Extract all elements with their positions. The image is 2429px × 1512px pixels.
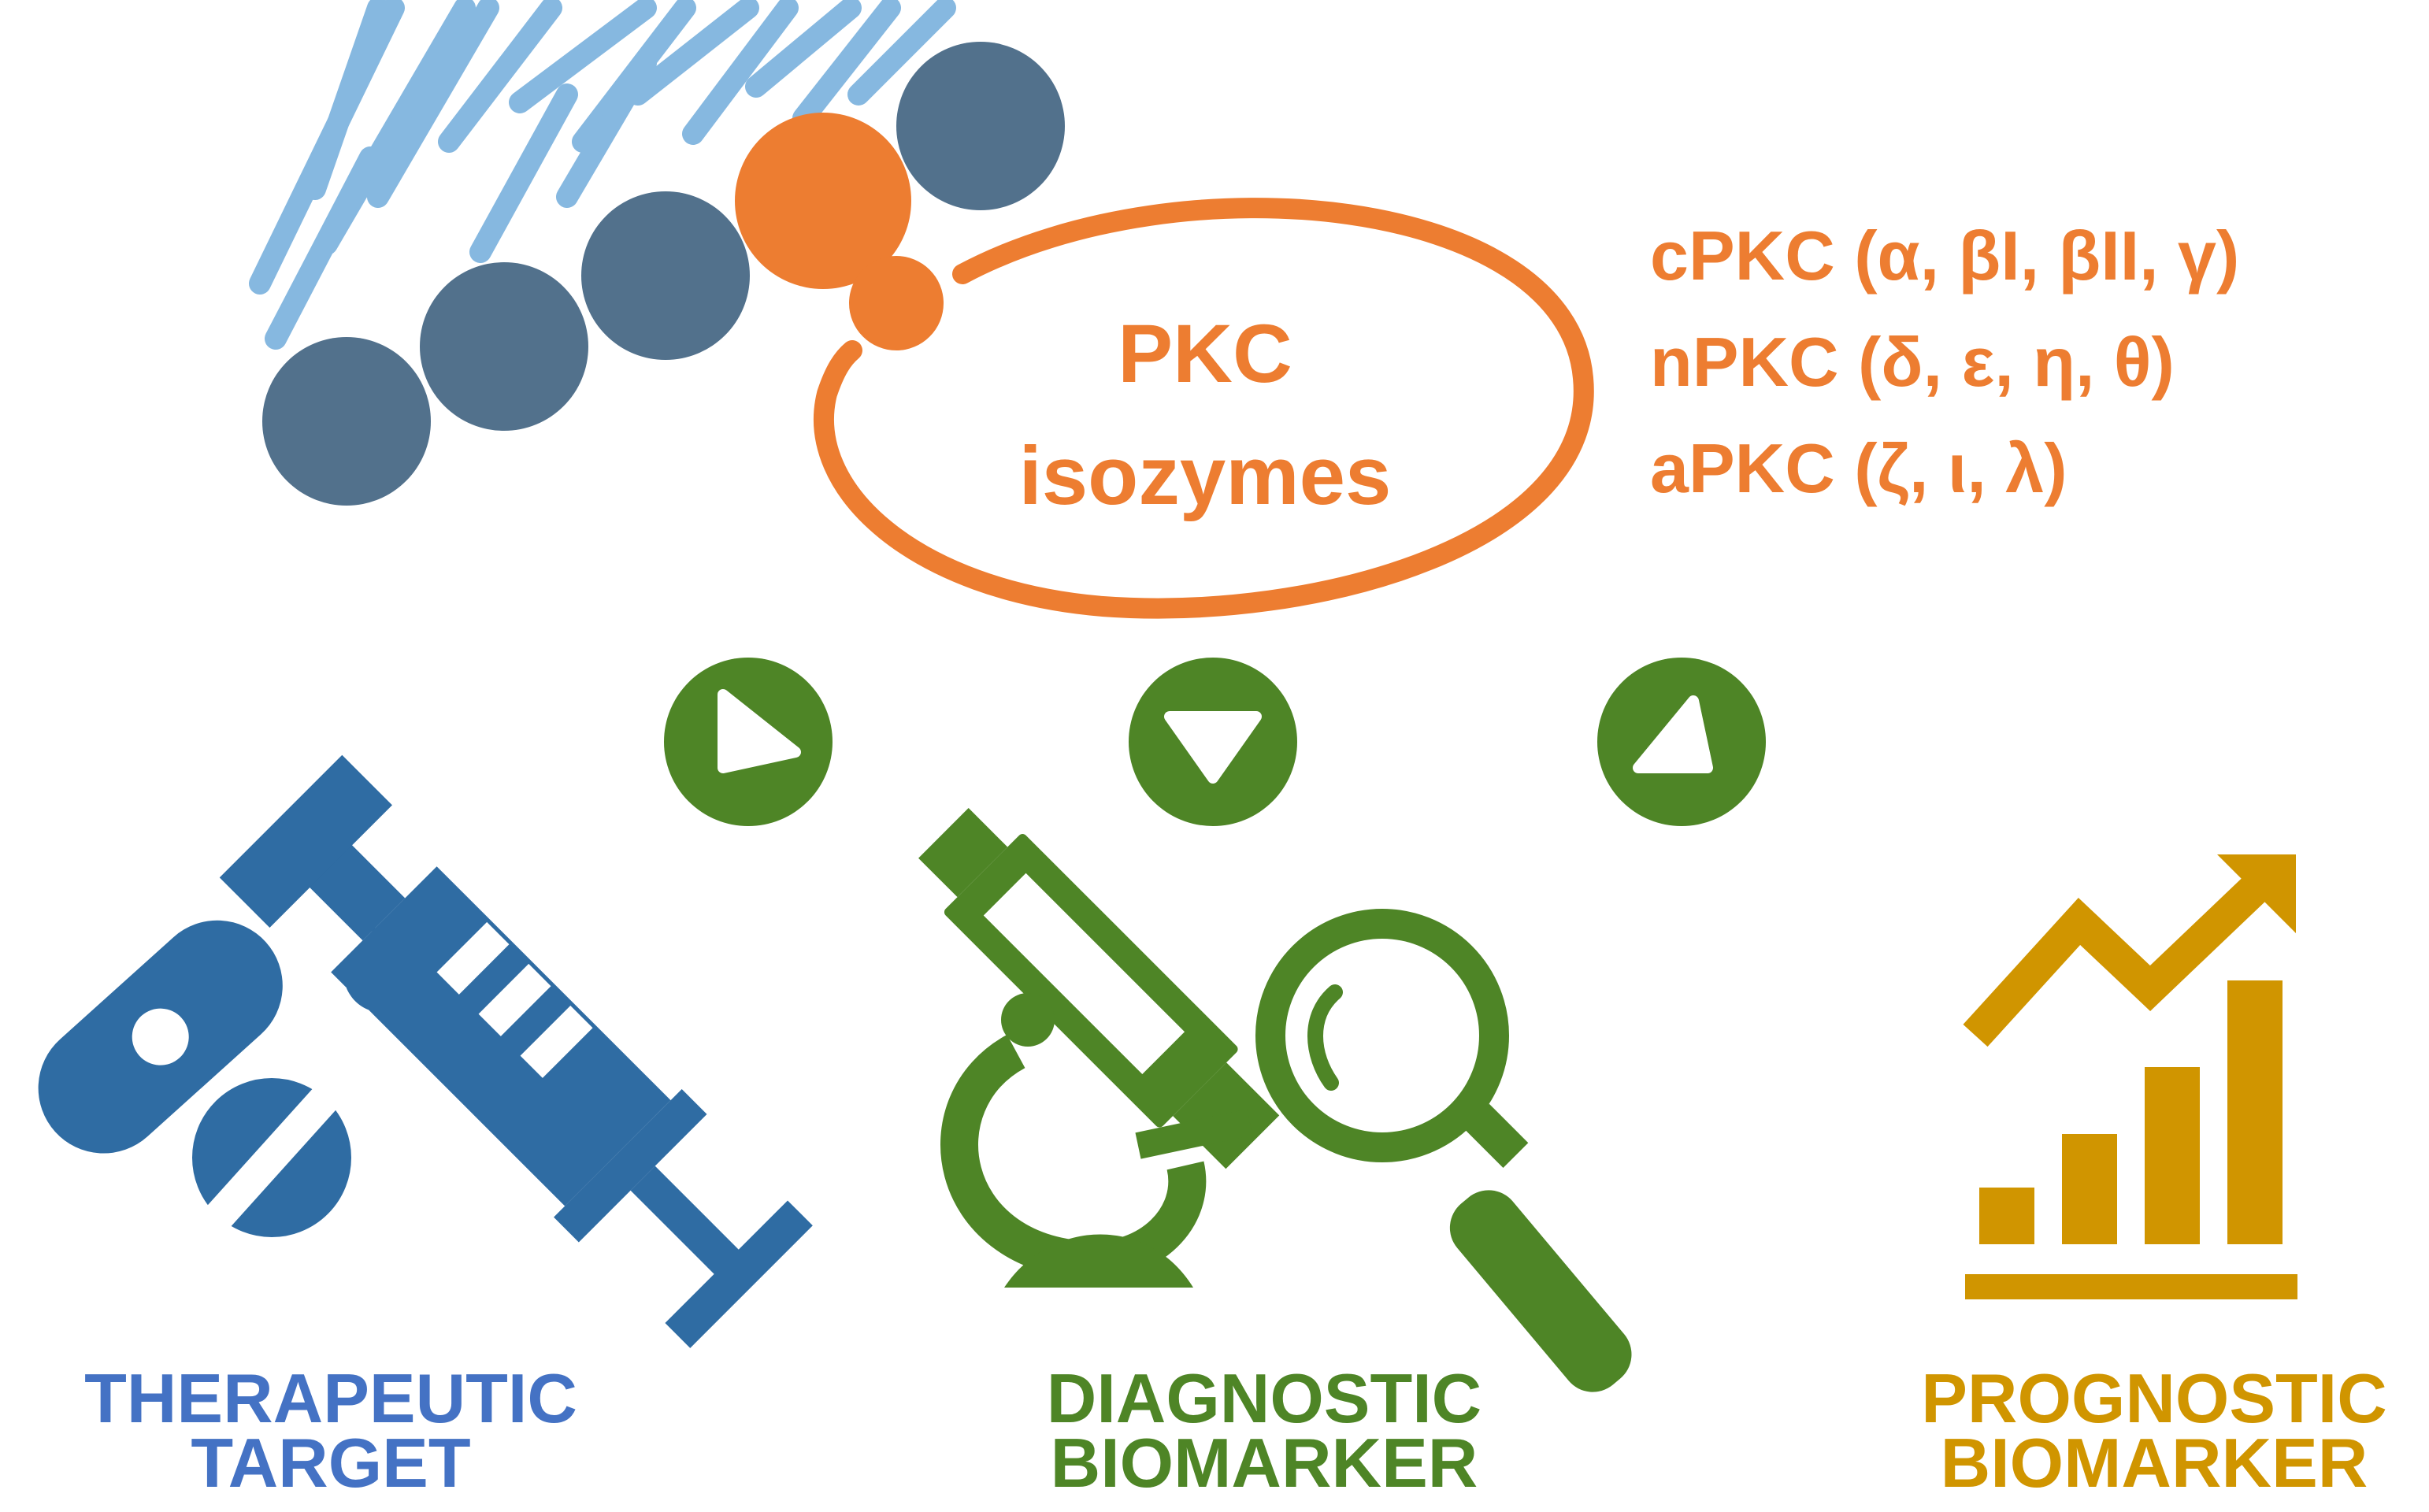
arrow-center-outcome-icon bbox=[1129, 658, 1297, 826]
prognostic-label-line1: PROGNOSTIC bbox=[1921, 1359, 2387, 1437]
microscope-magnifier-icon bbox=[918, 808, 1632, 1392]
prognostic-label-line2: BIOMARKER bbox=[1941, 1424, 2368, 1502]
isozyme-class-cpkc: cPKC (α, βI, βII, γ) bbox=[1650, 217, 2239, 295]
therapeutic-label-line1: THERAPEUTIC bbox=[84, 1359, 577, 1437]
pill-syringe-icon bbox=[38, 754, 813, 1348]
isozyme-class-npkc: nPKC (δ, ε, η, θ) bbox=[1650, 323, 2175, 401]
isozyme-class-apkc: aPKC (ζ, ι, λ) bbox=[1650, 429, 2067, 507]
center-title-line2: isozymes bbox=[1019, 430, 1392, 522]
center-title-line1: PKC bbox=[1118, 308, 1292, 400]
pkc-anchor-icon bbox=[735, 113, 1594, 619]
arrow-right-outcome-icon bbox=[1597, 658, 1766, 826]
bar-chart-trend-icon bbox=[1963, 854, 2297, 1299]
diagnostic-label-line2: BIOMARKER bbox=[1051, 1424, 1478, 1502]
diagnostic-label-line1: DIAGNOSTIC bbox=[1047, 1359, 1482, 1437]
therapeutic-label-line2: TARGET bbox=[191, 1424, 470, 1502]
arrow-left-outcome-icon bbox=[664, 658, 833, 826]
membrane-icon bbox=[249, 0, 1065, 506]
